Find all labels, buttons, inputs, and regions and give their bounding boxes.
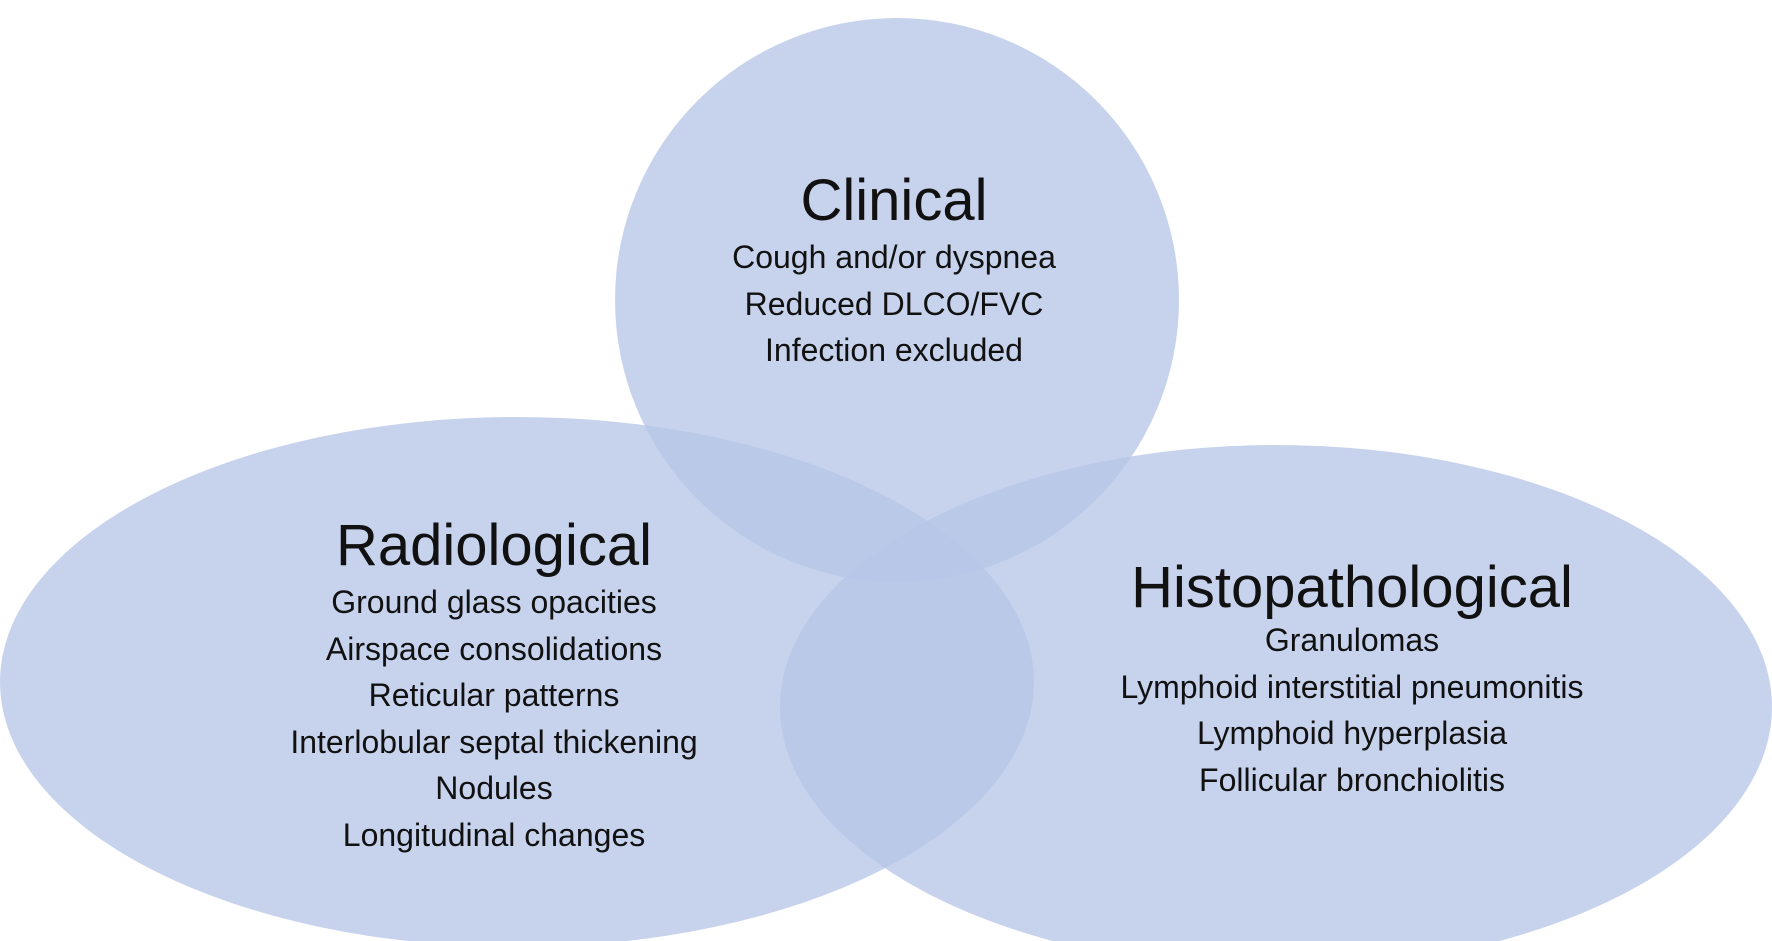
clinical-item: Reduced DLCO/FVC xyxy=(744,285,1044,322)
histopathological-item: Lymphoid interstitial pneumonitis xyxy=(1120,668,1584,705)
histopathological-item: Granulomas xyxy=(1264,622,1440,658)
radiological-items: Ground glass opacities Airspace consolid… xyxy=(244,579,744,858)
radiological-item: Interlobular septal thickening xyxy=(290,723,698,760)
clinical-item: Cough and/or dyspnea xyxy=(732,239,1056,275)
radiological-item: Reticular patterns xyxy=(368,677,620,713)
clinical-set: Clinical Cough and/or dyspnea Reduced DL… xyxy=(694,168,1094,374)
radiological-title: Radiological xyxy=(336,513,652,578)
histopathological-title: Histopathological xyxy=(1131,555,1573,620)
clinical-title: Clinical xyxy=(800,168,988,233)
histopathological-ellipse xyxy=(780,445,1772,941)
clinical-circle xyxy=(615,18,1179,582)
histopathological-item: Follicular bronchiolitis xyxy=(1199,761,1505,798)
histopathological-set: Histopathological Granulomas Lymphoid in… xyxy=(1042,555,1662,803)
radiological-item: Longitudinal changes xyxy=(342,816,646,853)
histopathological-item: Lymphoid hyperplasia xyxy=(1196,715,1508,751)
clinical-item: Infection excluded xyxy=(765,332,1023,368)
radiological-item: Nodules xyxy=(435,770,553,806)
radiological-item: Airspace consolidations xyxy=(325,630,663,667)
radiological-set: Radiological Ground glass opacities Airs… xyxy=(244,513,744,858)
clinical-items: Cough and/or dyspnea Reduced DLCO/FVC In… xyxy=(694,234,1094,374)
histopathological-items: Granulomas Lymphoid interstitial pneumon… xyxy=(1042,617,1662,803)
radiological-item: Ground glass opacities xyxy=(331,584,657,620)
